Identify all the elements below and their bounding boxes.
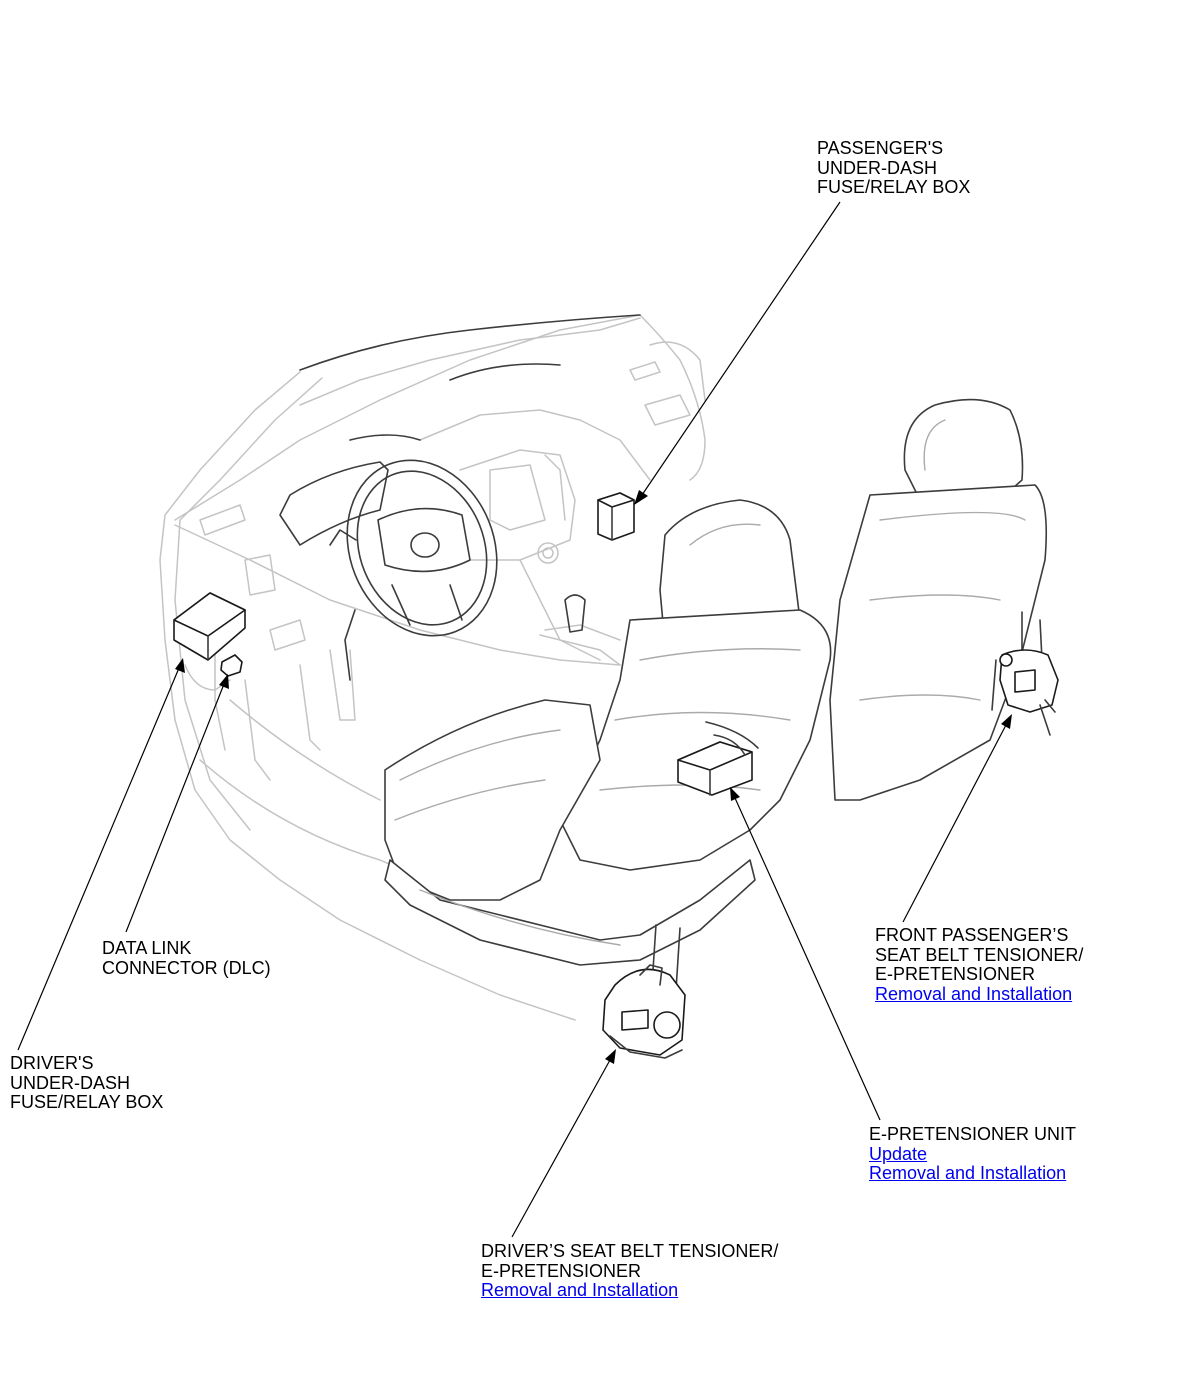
callout-driver-tensioner: DRIVER’S SEAT BELT TENSIONER/ E-PRETENSI…	[481, 1241, 779, 1301]
callout-line: CONNECTOR (DLC)	[102, 957, 271, 978]
passenger-seat-belt-tensioner-part	[991, 611, 1059, 736]
callout-line: E-PRETENSIONER	[875, 964, 1036, 984]
callout-line: UNDER-DASH	[10, 1072, 131, 1093]
passenger-fuse-box-part	[597, 492, 635, 541]
callout-line: DRIVER’S SEAT BELT TENSIONER/	[481, 1241, 779, 1261]
update-link[interactable]: Update	[869, 1143, 928, 1164]
callout-front-passenger-tensioner: FRONT PASSENGER’S SEAT BELT TENSIONER/ E…	[875, 925, 1084, 1004]
callout-line: PASSENGER'S	[817, 138, 944, 158]
dash-outline	[279, 314, 641, 546]
callout-line: E-PRETENSIONER	[481, 1260, 642, 1281]
callout-line: E-PRETENSIONER UNIT	[869, 1124, 1077, 1144]
callout-line: UNDER-DASH	[817, 157, 938, 178]
driver-seat	[384, 499, 832, 966]
e-pretensioner-unit-part	[677, 721, 759, 796]
callout-line: FRONT PASSENGER’S	[875, 925, 1069, 945]
callout-e-pretensioner-unit: E-PRETENSIONER UNIT Update Removal and I…	[869, 1124, 1077, 1184]
steering-wheel	[329, 459, 498, 681]
callout-driver-fuse-box: DRIVER'S UNDER-DASH FUSE/RELAY BOX	[10, 1053, 164, 1113]
callout-passenger-fuse-box: PASSENGER'S UNDER-DASH FUSE/RELAY BOX	[817, 138, 971, 198]
removal-installation-link[interactable]: Removal and Installation	[875, 983, 1073, 1004]
callout-line: DATA LINK	[102, 938, 192, 958]
callout-line: SEAT BELT TENSIONER/	[875, 944, 1084, 965]
callout-line: FUSE/RELAY BOX	[10, 1092, 164, 1112]
callout-line: FUSE/RELAY BOX	[817, 177, 971, 197]
dlc-part	[220, 654, 243, 677]
callout-dlc: DATA LINK CONNECTOR (DLC)	[102, 938, 271, 978]
callout-line: DRIVER'S	[10, 1053, 94, 1073]
passenger-seat	[829, 398, 1048, 801]
driver-fuse-box-part	[173, 592, 246, 691]
driver-seat-belt-tensioner-part	[602, 924, 686, 1059]
shift-lever	[539, 594, 621, 666]
leader-lines	[17, 201, 1012, 1238]
removal-installation-link[interactable]: Removal and Installation	[481, 1280, 679, 1300]
vehicle-body-outline	[159, 314, 706, 1021]
removal-installation-link[interactable]: Removal and Installation	[869, 1163, 1067, 1183]
